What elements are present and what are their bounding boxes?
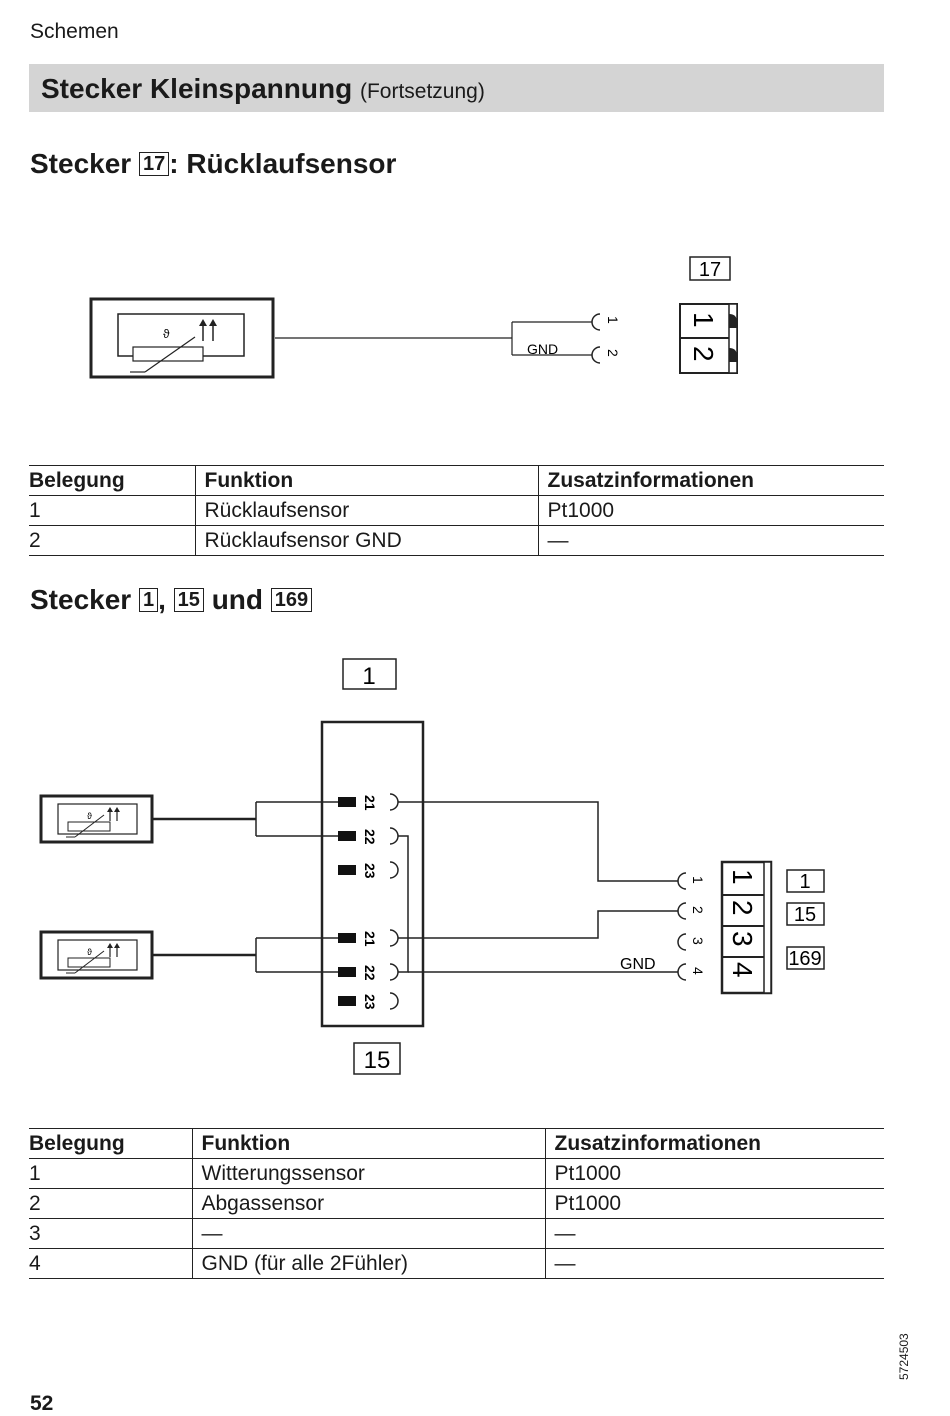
section-label: Schemen [30,20,119,43]
pin-table-1-15-169: Belegung Funktion Zusatzinformationen 1 … [29,1128,884,1279]
pin-1-label: 1 [605,316,621,324]
svg-text:3: 3 [690,937,706,945]
svg-text:22: 22 [362,965,378,981]
side-label-box [786,869,825,893]
table-row: 2 Rücklaufsensor GND — [29,525,884,556]
wiring [152,801,678,973]
svg-text:2: 2 [690,906,706,914]
svg-text:2: 2 [727,900,758,916]
svg-text:1: 1 [727,869,758,885]
svg-text:23: 23 [362,994,378,1010]
svg-text:23: 23 [362,863,378,879]
section2-title: Stecker 1, 15 und 169 [30,584,313,616]
plug-15-box: 15 [173,588,204,612]
table-row: 1 Witterungssensor Pt1000 [29,1158,884,1189]
side-label-169: 169 [788,948,821,970]
svg-text:ϑ: ϑ [87,811,92,821]
connector-label: 17 [699,259,721,281]
connector-top-label-box [342,658,397,690]
diagram-plug-17: ϑ GND 1 2 17 1 2 [89,256,738,379]
gnd-label-2: GND [620,956,656,973]
plug-17: 1 2 [679,303,738,374]
gnd-label: GND [527,341,558,357]
terminal-group-2: 21 22 23 [338,929,399,1010]
table-row: 2 Abgassensor Pt1000 [29,1188,884,1219]
svg-text:4: 4 [690,967,706,975]
page-number: 52 [30,1392,54,1415]
plug-pin-1: 1 [688,312,719,328]
table-row: 4 GND (für alle 2Fühler) — [29,1248,884,1279]
terminal-group-1: 21 22 23 [338,793,399,879]
terminal-block [320,720,425,1028]
section1-title: Stecker 17: Rücklaufsensor [30,148,397,179]
connector-bottom-label: 15 [364,1047,391,1074]
side-label-1: 1 [799,871,810,893]
svg-text:ϑ: ϑ [87,947,92,957]
svg-text:ϑ: ϑ [163,327,170,341]
plug-1-15-169: 1 2 3 4 [720,860,773,995]
side-label-box [786,902,825,926]
connector-bottom-label-box [353,1042,401,1075]
table-row: 3 — — [29,1218,884,1249]
svg-text:3: 3 [727,931,758,947]
pin-table-17: Belegung Funktion Zusatzinformationen 1 … [29,465,884,556]
section-banner: Stecker Kleinspannung (Fortsetzung) [29,64,884,112]
svg-text:1: 1 [690,876,706,884]
plug-sockets: 1 2 3 4 [677,872,706,981]
diagram-plug-1-15-169: 1 21 22 23 21 22 23 ϑ [39,658,825,1075]
connector-top-label: 1 [362,663,375,690]
table-header-row: Belegung Funktion Zusatzinformationen [29,465,884,496]
socket-contact [591,346,601,364]
pin-2-label: 2 [605,349,621,357]
svg-text:21: 21 [362,795,378,811]
socket-contact [591,313,601,331]
plug-pin-2: 2 [688,346,719,362]
thermistor-icon: ϑ [130,319,217,373]
banner-suffix: (Fortsetzung) [359,80,485,103]
plug-17-box: 17 [138,152,170,176]
sensor-housing [89,297,275,379]
side-label-box [786,946,825,970]
table-header-row: Belegung Funktion Zusatzinformationen [29,1128,884,1159]
table-row: 1 Rücklaufsensor Pt1000 [29,495,884,526]
banner-title: Stecker Kleinspannung (Fortsetzung) [41,73,485,104]
sensor-outdoor: ϑ [39,794,154,844]
document-code: 5724503 [897,1333,911,1380]
plug-1-box: 1 [138,588,159,612]
plug-169-box: 169 [270,588,313,612]
sensor-flue-gas: ϑ [39,930,154,980]
svg-text:21: 21 [362,931,378,947]
svg-text:22: 22 [362,829,378,845]
svg-text:4: 4 [727,962,758,978]
side-label-15: 15 [794,904,816,926]
connector-label-box [689,256,731,281]
